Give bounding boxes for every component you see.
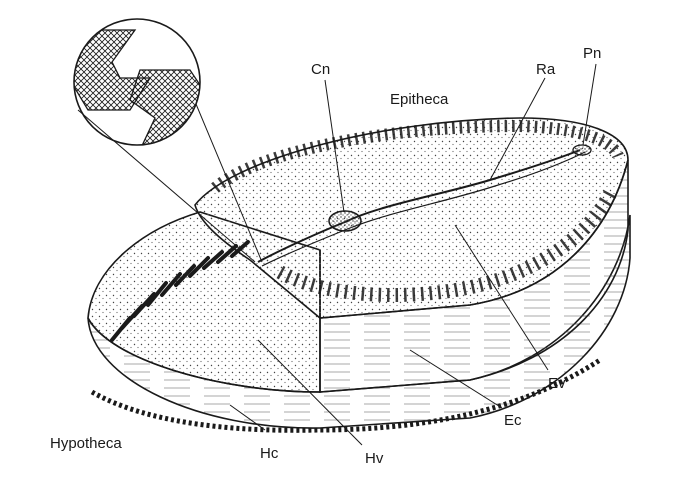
label-pn: Pn bbox=[583, 45, 601, 62]
raphe-lower bbox=[261, 151, 586, 267]
central-nodule bbox=[328, 210, 362, 232]
magnified-inset bbox=[73, 18, 263, 263]
raphe bbox=[257, 149, 581, 263]
label-ra: Ra bbox=[536, 61, 556, 78]
label-hypotheca: Hypotheca bbox=[50, 435, 122, 452]
label-ev: Ev bbox=[548, 375, 566, 392]
label-epitheca: Epitheca bbox=[390, 91, 449, 108]
leader-lines bbox=[229, 63, 597, 446]
label-hc: Hc bbox=[260, 445, 279, 462]
label-hv: Hv bbox=[365, 450, 384, 467]
label-cn: Cn bbox=[311, 61, 330, 78]
epitheca-bottom-ribs bbox=[276, 186, 619, 302]
polar-nodule bbox=[572, 144, 592, 156]
label-ec: Ec bbox=[504, 412, 522, 429]
